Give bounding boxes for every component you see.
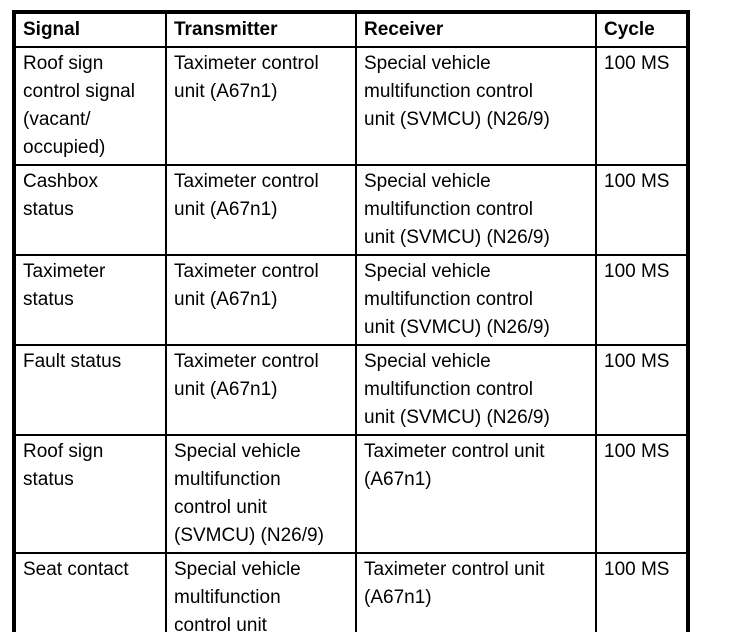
cell-signal: Fault status: [13, 344, 167, 436]
cell-cycle: 100 MS: [595, 434, 689, 554]
cell-transmitter: Special vehicle multifunction control un…: [165, 552, 357, 632]
table-row: Taximeter status Taximeter control unit …: [13, 254, 689, 346]
table-row: Roof sign control signal (vacant/ occupi…: [13, 46, 689, 166]
signal-table: Signal Transmitter Receiver Cycle Roof s…: [12, 10, 690, 632]
cell-signal: Cashbox status: [13, 164, 167, 256]
table-row: Seat contact Special vehicle multifuncti…: [13, 552, 689, 632]
cell-signal: Taximeter status: [13, 254, 167, 346]
cell-cycle: 100 MS: [595, 344, 689, 436]
header-cell-receiver: Receiver: [355, 11, 597, 48]
cell-cycle: 100 MS: [595, 164, 689, 256]
cell-receiver: Special vehicle multifunction control un…: [355, 46, 597, 166]
cell-receiver: Special vehicle multifunction control un…: [355, 164, 597, 256]
header-cell-cycle: Cycle: [595, 11, 689, 48]
cell-transmitter: Taximeter control unit (A67n1): [165, 164, 357, 256]
cell-signal: Roof sign control signal (vacant/ occupi…: [13, 46, 167, 166]
cell-receiver: Special vehicle multifunction control un…: [355, 344, 597, 436]
cell-transmitter: Taximeter control unit (A67n1): [165, 46, 357, 166]
cell-cycle: 100 MS: [595, 46, 689, 166]
cell-signal: Roof sign status: [13, 434, 167, 554]
table-row: Cashbox status Taximeter control unit (A…: [13, 164, 689, 256]
cell-signal: Seat contact: [13, 552, 167, 632]
cell-receiver: Taximeter control unit (A67n1): [355, 552, 597, 632]
cell-receiver: Taximeter control unit (A67n1): [355, 434, 597, 554]
cell-cycle: 100 MS: [595, 254, 689, 346]
header-cell-transmitter: Transmitter: [165, 11, 357, 48]
cell-cycle: 100 MS: [595, 552, 689, 632]
cell-transmitter: Taximeter control unit (A67n1): [165, 254, 357, 346]
cell-transmitter: Taximeter control unit (A67n1): [165, 344, 357, 436]
table-row: Roof sign status Special vehicle multifu…: [13, 434, 689, 554]
table-row: Fault status Taximeter control unit (A67…: [13, 344, 689, 436]
header-cell-signal: Signal: [13, 11, 167, 48]
cell-receiver: Special vehicle multifunction control un…: [355, 254, 597, 346]
cell-transmitter: Special vehicle multifunction control un…: [165, 434, 357, 554]
header-row: Signal Transmitter Receiver Cycle: [13, 11, 689, 48]
